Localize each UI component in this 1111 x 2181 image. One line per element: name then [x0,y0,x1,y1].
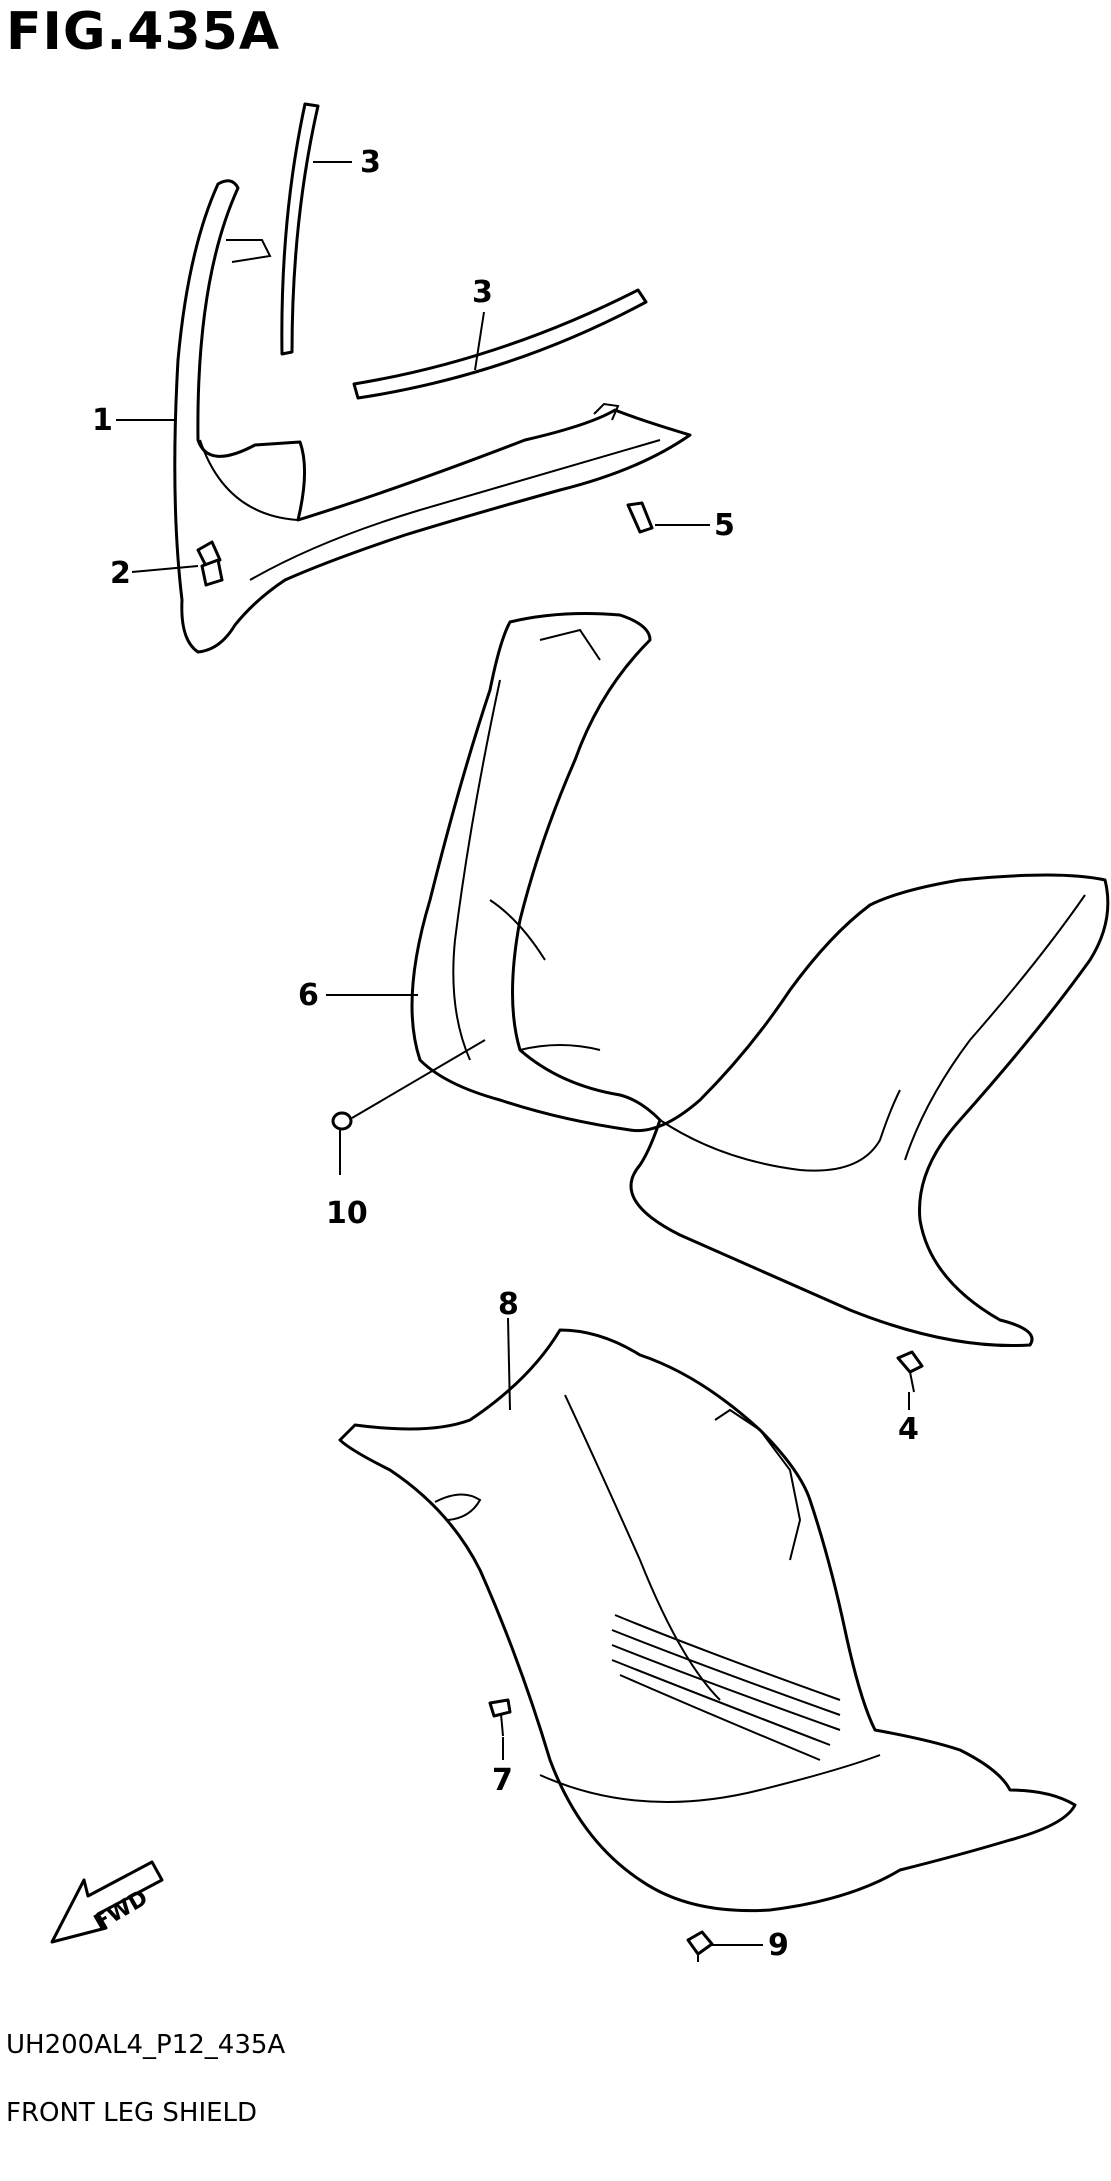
part-6-front-leg-shield [410,612,1110,1348]
callout-3-upper: 3 [360,145,381,180]
callout-6: 6 [298,978,319,1013]
leader-lines [116,161,910,1946]
callout-8: 8 [498,1287,519,1322]
part-9-fastener [686,1930,714,1962]
callout-4: 4 [898,1412,919,1447]
callout-9: 9 [768,1928,789,1963]
part-3-molding-lower [352,288,648,400]
callout-3-lower: 3 [472,275,493,310]
callout-5: 5 [714,508,735,543]
part-8-leg-shield-lower [338,1328,1077,1913]
fwd-arrow-icon: FWD [50,1860,164,1944]
model-code: UH200AL4_P12_435A [6,2030,286,2060]
part-3-molding-upper [280,102,320,356]
part-7-screw [488,1698,512,1737]
part-5-nut [626,501,654,534]
figure-title: FIG.435A [6,2,281,62]
callout-10: 10 [326,1196,368,1231]
section-name: FRONT LEG SHIELD [6,2098,258,2128]
part-4-screw [896,1350,924,1393]
part-10-grommet [331,1111,353,1131]
part-1-leg-shield-upper [173,179,692,654]
callout-1: 1 [92,403,113,438]
callout-7: 7 [492,1763,513,1798]
callout-2: 2 [110,556,131,591]
part-2-clip [196,540,224,587]
